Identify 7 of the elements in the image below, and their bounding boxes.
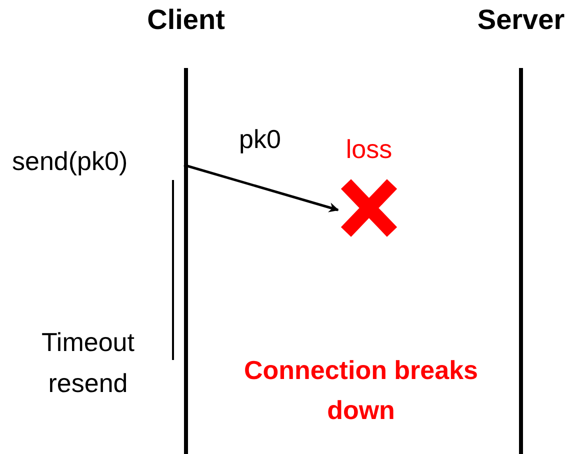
edge-label: pk0 [239, 124, 281, 154]
lifeline-heading: Server [476, 4, 566, 36]
lifeline-heading: Client [146, 4, 226, 36]
event-label: send(pk0) [12, 146, 128, 177]
loss-label: loss [344, 134, 394, 165]
status-note: Connection breaks down [242, 354, 480, 427]
event-label: Timeout resend [40, 326, 136, 400]
